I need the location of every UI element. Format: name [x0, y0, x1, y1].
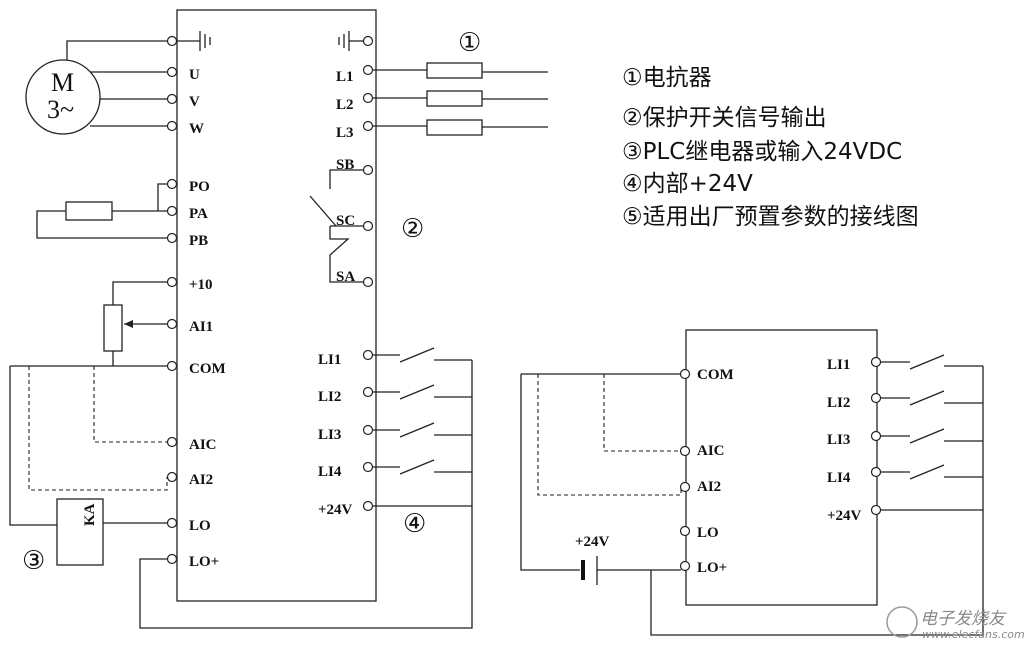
small-left-terminals	[679, 368, 691, 572]
small-label-com: COM	[697, 367, 734, 383]
label-sc: SC	[336, 213, 355, 229]
label-lo: LO	[189, 518, 211, 534]
callout-4: ④	[403, 509, 426, 539]
callout-1: ①	[458, 28, 481, 58]
label-ai1: AI1	[189, 319, 213, 335]
label-sa: SA	[336, 269, 355, 285]
terminal-lo-plus	[166, 553, 178, 565]
label-po: PO	[189, 179, 210, 195]
relay-label: KA	[82, 503, 98, 526]
terminal-li4	[362, 461, 374, 473]
callout-3: ③	[22, 546, 45, 576]
label-u: U	[189, 67, 200, 83]
label-plus10: +10	[189, 277, 213, 293]
motor-label-phase: 3~	[47, 95, 74, 124]
terminal-l2	[362, 92, 374, 104]
small-right-terminals	[870, 356, 882, 516]
watermark-sub: www.elecfans.com	[922, 628, 1025, 641]
label-aic: AIC	[189, 437, 217, 453]
legend-item-4: ④内部+24V	[622, 171, 753, 197]
label-pa: PA	[189, 206, 208, 222]
small-label-aic: AIC	[697, 443, 725, 459]
small-label-plus24v: +24V	[827, 508, 862, 524]
terminal-lo	[166, 517, 178, 529]
terminal-aic	[166, 436, 178, 448]
label-ai2: AI2	[189, 472, 213, 488]
terminal-l3	[362, 120, 374, 132]
li-switches-small	[880, 354, 984, 510]
terminal-li1	[362, 349, 374, 361]
small-drive-body	[685, 329, 878, 606]
watermark-logo-icon	[886, 606, 918, 638]
terminal-po	[166, 178, 178, 190]
terminal-com	[166, 360, 178, 372]
label-l3: L3	[336, 125, 354, 141]
watermark-main: 电子发烧友	[920, 609, 1007, 629]
label-lo-plus: LO+	[189, 554, 219, 570]
label-l1: L1	[336, 69, 354, 85]
small-source-label: +24V	[575, 534, 610, 550]
li-switches-main	[372, 347, 473, 506]
callout-2: ②	[401, 214, 424, 244]
legend-item-5: ⑤适用出厂预置参数的接线图	[622, 204, 919, 230]
label-com: COM	[189, 361, 226, 377]
small-label-li4: LI4	[827, 470, 851, 486]
terminal-sa	[362, 276, 374, 288]
drive-body	[176, 9, 377, 602]
terminal-sc	[362, 220, 374, 232]
right-terminal-circles	[362, 35, 374, 512]
terminal-ground-left	[166, 35, 178, 47]
label-plus24v: +24V	[318, 502, 353, 518]
motor-label-m: M	[51, 68, 74, 97]
label-li3: LI3	[318, 427, 341, 443]
terminal-ai2	[166, 471, 178, 483]
small-label-lo: LO	[697, 525, 719, 541]
braking-resistor	[65, 201, 113, 221]
small-label-li3: LI3	[827, 432, 850, 448]
terminal-li3	[362, 424, 374, 436]
label-pb: PB	[189, 233, 208, 249]
small-label-ai2: AI2	[697, 479, 721, 495]
small-label-li2: LI2	[827, 395, 850, 411]
reactor-l1	[426, 62, 483, 79]
label-li4: LI4	[318, 464, 342, 480]
label-li1: LI1	[318, 352, 341, 368]
motor-icon: M 3~	[25, 59, 101, 135]
label-sb: SB	[336, 157, 354, 173]
legend-item-3: ③PLC继电器或输入24VDC	[622, 139, 902, 165]
label-v: V	[189, 94, 200, 110]
ground-icon-right	[338, 31, 364, 51]
small-label-li1: LI1	[827, 357, 850, 373]
reactor-l2	[426, 90, 483, 107]
legend: ①电抗器 ②保护开关信号输出 ③PLC继电器或输入24VDC ④内部+24V ⑤…	[622, 65, 919, 230]
terminal-pa	[166, 205, 178, 217]
terminal-plus24v	[362, 500, 374, 512]
label-l2: L2	[336, 97, 354, 113]
terminal-ai1	[166, 318, 178, 330]
reactor-l3	[426, 119, 483, 136]
terminal-sb	[362, 164, 374, 176]
terminal-pb	[166, 232, 178, 244]
terminal-li2	[362, 386, 374, 398]
ground-icon-left	[177, 31, 211, 51]
watermark: 电子发烧友 www.elecfans.com	[886, 606, 1025, 641]
small-label-lo-plus: LO+	[697, 560, 727, 576]
terminal-w	[166, 120, 178, 132]
terminal-ground-right	[362, 35, 374, 47]
label-li2: LI2	[318, 389, 341, 405]
left-terminal-circles	[166, 35, 178, 565]
legend-item-1: ①电抗器	[622, 65, 712, 91]
terminal-u	[166, 66, 178, 78]
relay-ka	[56, 498, 104, 566]
terminal-v	[166, 93, 178, 105]
terminal-plus10	[166, 276, 178, 288]
terminal-l1	[362, 64, 374, 76]
legend-item-2: ②保护开关信号输出	[622, 105, 827, 131]
potentiometer	[103, 304, 123, 352]
label-w: W	[189, 121, 204, 137]
